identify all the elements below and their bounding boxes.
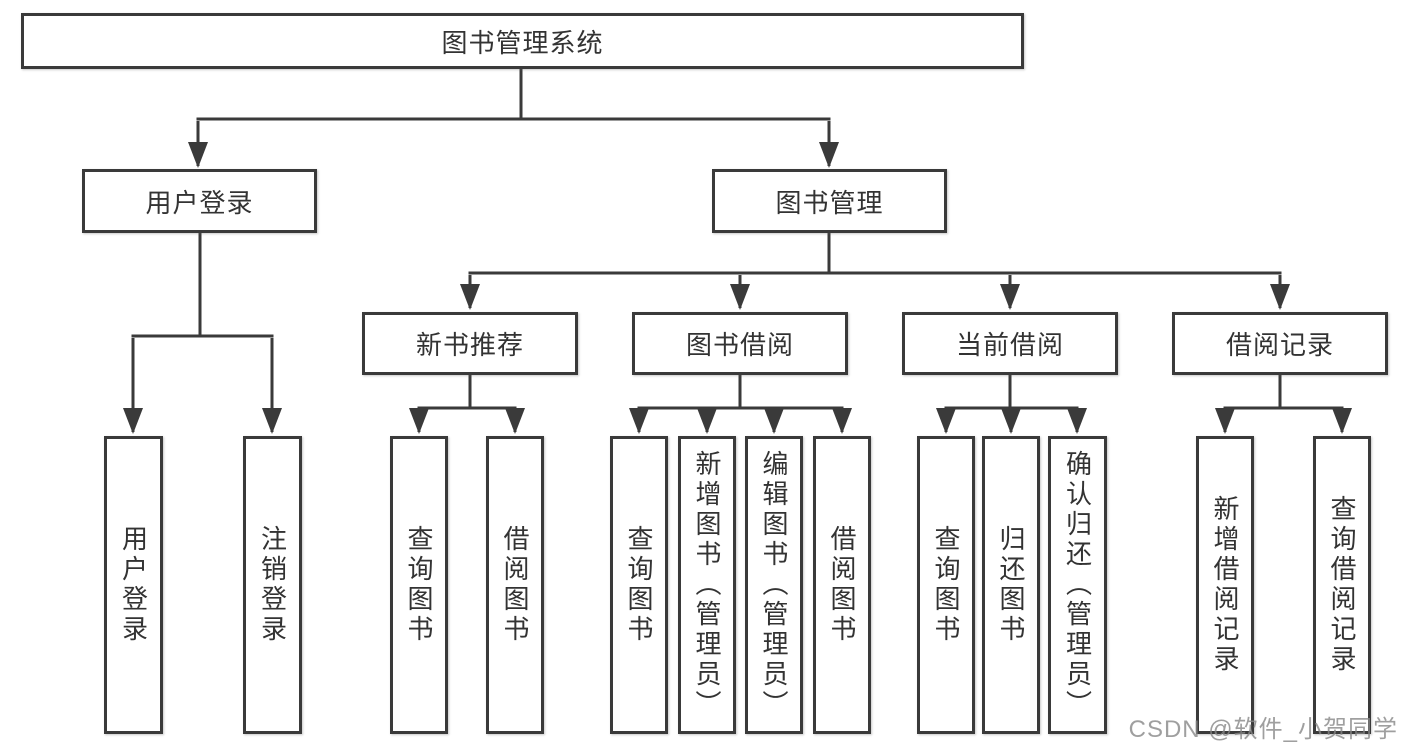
- leaf-borrowing-edit-books-admin: 编辑图书（管理员）: [745, 436, 803, 734]
- node-new-book-recommend: 新书推荐: [362, 312, 578, 375]
- node-root-library-system: 图书管理系统: [21, 13, 1024, 69]
- leaf-borrowing-add-books-admin: 新增图书（管理员）: [678, 436, 736, 734]
- leaf-logout: 注销登录: [243, 436, 302, 734]
- leaf-current-return-books: 归还图书: [982, 436, 1040, 734]
- leaf-records-add-borrow-record: 新增借阅记录: [1196, 436, 1254, 734]
- node-user-login-group: 用户登录: [82, 169, 317, 233]
- connector-borrowing-records-to-leaves: [1215, 373, 1352, 434]
- connector-new-book-recommend-to-leaves: [409, 373, 525, 434]
- connector-user-login-to-leaves: [123, 231, 282, 434]
- leaf-current-confirm-return-admin: 确认归还（管理员）: [1048, 436, 1107, 734]
- node-current-borrowing: 当前借阅: [902, 312, 1118, 375]
- leaf-recommend-borrow-books: 借阅图书: [486, 436, 544, 734]
- leaf-current-query-books: 查询图书: [917, 436, 975, 734]
- node-borrowing-records: 借阅记录: [1172, 312, 1388, 375]
- leaf-borrowing-query-books: 查询图书: [610, 436, 668, 734]
- connector-book-management-to-level3: [460, 231, 1290, 310]
- node-book-borrowing: 图书借阅: [632, 312, 848, 375]
- connector-book-borrowing-to-leaves: [629, 373, 852, 434]
- connector-current-borrowing-to-leaves: [936, 373, 1087, 434]
- leaf-user-login: 用户登录: [104, 436, 163, 734]
- csdn-watermark: CSDN @软件_小贺同学: [1128, 716, 1398, 743]
- leaf-borrowing-borrow-books: 借阅图书: [813, 436, 871, 734]
- leaf-recommend-query-books: 查询图书: [390, 436, 448, 734]
- leaf-records-query-borrow-record: 查询借阅记录: [1313, 436, 1371, 734]
- connector-root-to-level2: [188, 67, 839, 168]
- node-book-management-group: 图书管理: [712, 169, 947, 233]
